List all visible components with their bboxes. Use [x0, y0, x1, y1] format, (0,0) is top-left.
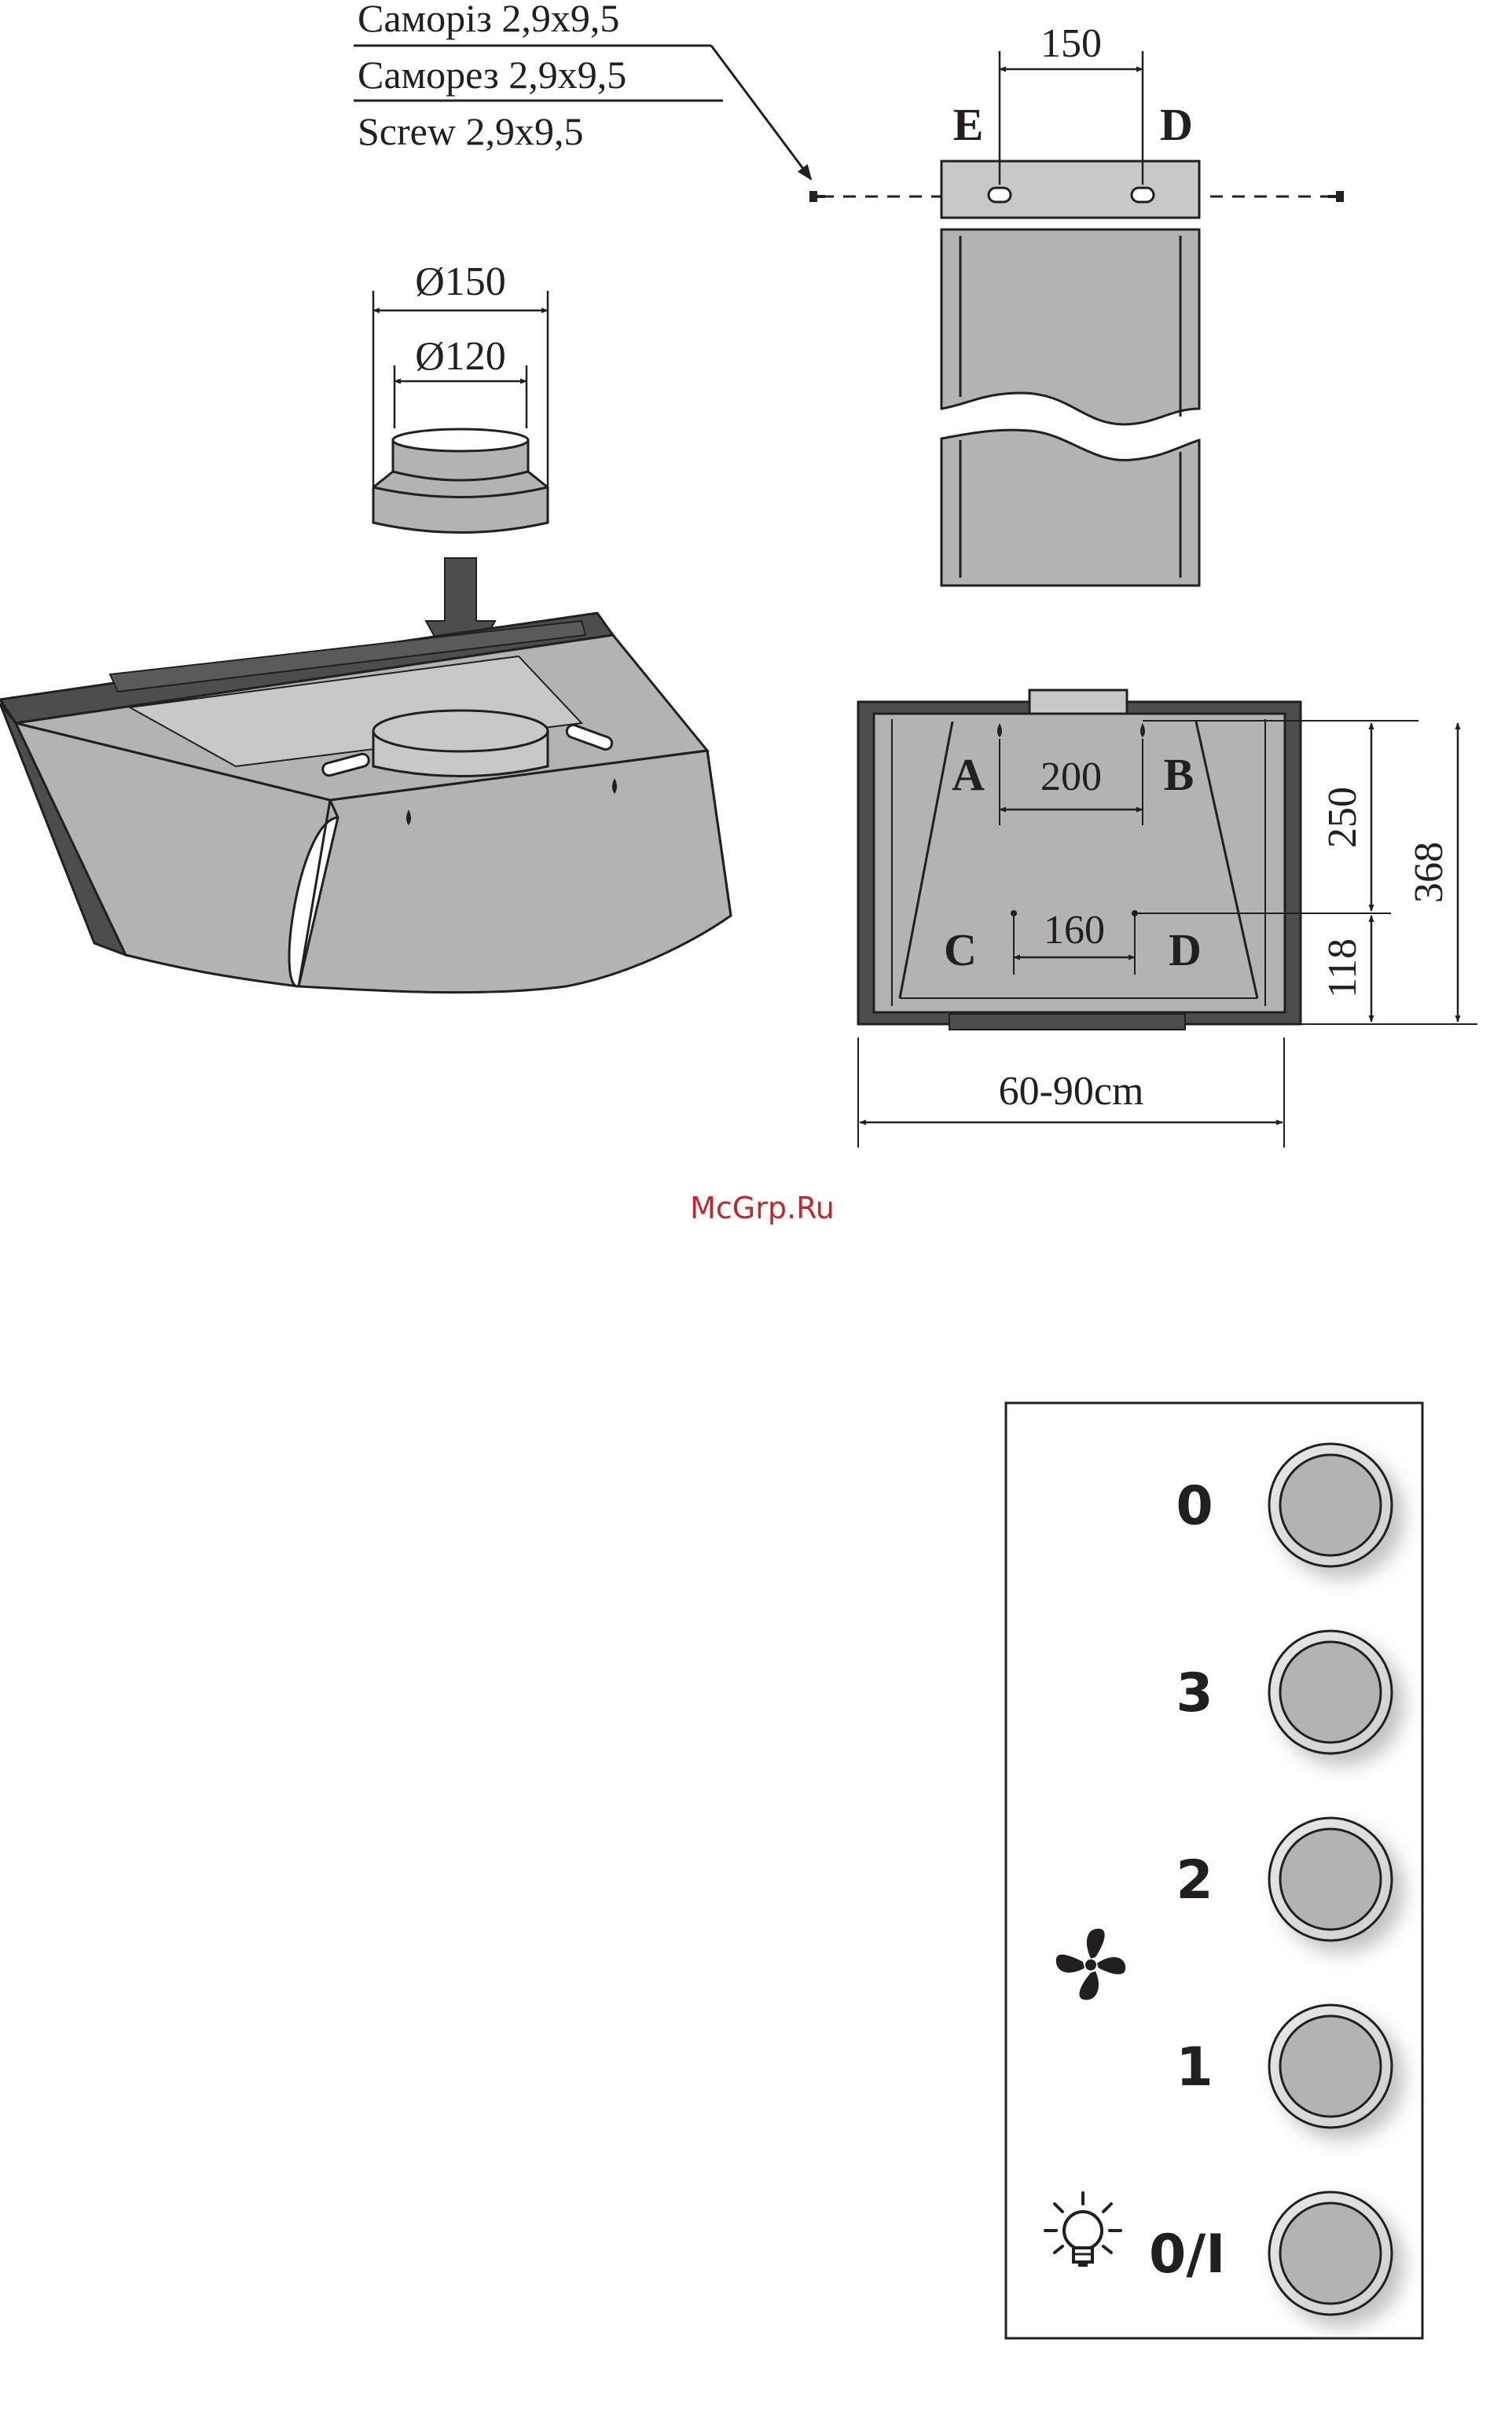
- control-panel: 0 3 2 1 0/I: [1006, 1403, 1422, 2338]
- hole-label-c: C: [944, 924, 977, 975]
- hood-section-view: 200 160 A B C D 250 118 368 60-90cm: [858, 690, 1477, 1148]
- screw-label-russian: Саморез 2,9x9,5: [358, 53, 626, 97]
- button-label: 1: [1176, 2036, 1213, 2099]
- hole-label-d: D: [1169, 924, 1202, 975]
- screw-leader-line: [711, 46, 811, 179]
- diameter-outer: Ø150: [415, 259, 506, 304]
- chimney-bracket: 150 E D: [809, 21, 1344, 586]
- adapter-opening: [393, 429, 528, 451]
- dimension-118: 118: [1320, 938, 1365, 998]
- chimney-lower: [941, 430, 1199, 586]
- button-label: 0: [1176, 1475, 1213, 1537]
- hole-label-a: A: [952, 749, 985, 800]
- bracket-plate: [941, 161, 1199, 218]
- dimension-368: 368: [1407, 842, 1451, 903]
- hole-label-e: E: [953, 99, 984, 150]
- screw-label-group: Саморіз 2,9x9,5 Саморез 2,9x9,5 Screw 2,…: [354, 0, 811, 179]
- screw-label-ukrainian: Саморіз 2,9x9,5: [358, 0, 619, 40]
- chimney-upper: [941, 230, 1199, 424]
- dimension-150: 150: [1040, 21, 1102, 66]
- dimension-250: 250: [1320, 787, 1365, 848]
- hole-label-d-top: D: [1160, 99, 1193, 150]
- slot-hole-d: [1132, 188, 1154, 202]
- button-label: 0/I: [1149, 2224, 1225, 2286]
- duct-adapter: Ø150 Ø120: [373, 259, 548, 684]
- hole-label-b: B: [1164, 749, 1195, 800]
- dimension-width: 60-90cm: [999, 1069, 1144, 1114]
- button-label: 2: [1176, 1849, 1213, 1911]
- slot-hole-e: [989, 188, 1011, 202]
- hood-outlet: [373, 711, 548, 751]
- screw-icon: [1328, 191, 1344, 202]
- watermark: McGrp.Ru: [690, 1191, 835, 1225]
- diameter-inner: Ø120: [415, 334, 506, 379]
- screw-icon: [809, 191, 825, 202]
- dimension-160: 160: [1044, 908, 1105, 953]
- dimension-200: 200: [1040, 755, 1102, 799]
- hood-body: [0, 613, 731, 993]
- button-label: 3: [1176, 1662, 1213, 1724]
- screw-label-english: Screw 2,9x9,5: [358, 109, 583, 153]
- adapter-body: [373, 440, 548, 533]
